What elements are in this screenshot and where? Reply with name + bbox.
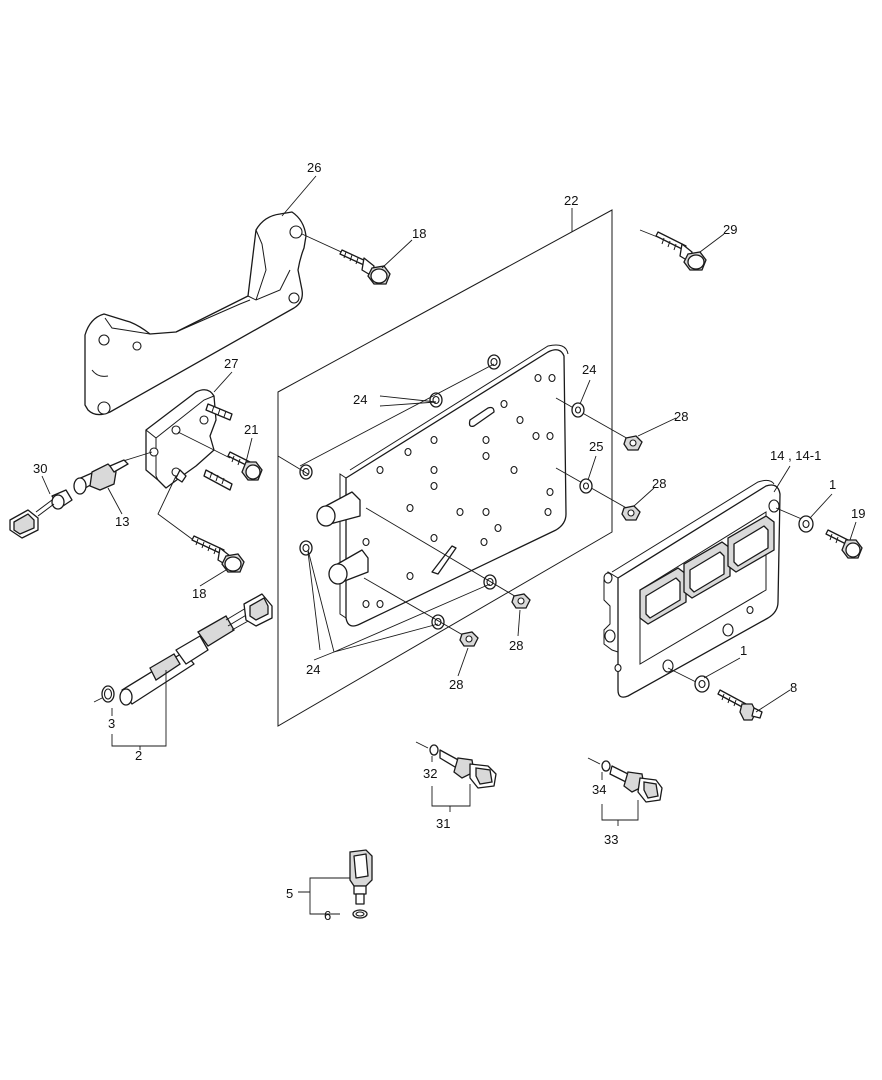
callout-34: 34 [592,782,606,797]
o-ring-3 [101,685,115,703]
callout-32: 32 [423,766,437,781]
bolt-19 [825,529,863,559]
bolt-18-lower [191,535,245,573]
bolt-8 [717,689,763,721]
ecu-module-14 [603,479,781,698]
bolt-18-top [339,249,391,285]
nut-28-d [459,631,479,647]
callout-28-a: 28 [674,409,688,424]
callout-3: 3 [108,716,115,731]
callout-8: 8 [790,680,797,695]
callout-1-lower: 1 [740,643,747,658]
callout-25: 25 [589,439,603,454]
temp-sensor-5 [349,849,373,905]
bolt-29 [639,229,707,271]
nut-28-b [621,505,641,521]
callout-22: 22 [564,193,578,208]
connector-30 [9,489,73,539]
callout-19: 19 [851,506,865,521]
callout-24-right: 24 [582,362,596,377]
sensor-31 [415,741,497,789]
callout-31: 31 [436,816,450,831]
washer-1-lower [694,675,710,693]
assembly-frame-22 [277,209,613,727]
callout-leaders [41,175,857,915]
callout-13: 13 [115,514,129,529]
sensor-33 [587,757,663,803]
callout-27: 27 [224,356,238,371]
callout-28-b: 28 [652,476,666,491]
callout-labels: 26 22 29 18 27 21 30 13 18 24 24 24 28 2… [33,160,865,923]
callout-6: 6 [324,908,331,923]
callout-18-top: 18 [412,226,426,241]
callout-1-upper: 1 [829,477,836,492]
pressure-sensor-13 [73,459,129,495]
sensor-harness-2 [119,593,273,706]
mounting-bracket-26 [84,211,307,416]
callout-30: 30 [33,461,47,476]
mounting-plate [299,344,569,630]
washer-25 [579,478,593,494]
callout-28-c: 28 [509,638,523,653]
washer-24-right [571,402,585,418]
sensor-bracket-27 [145,389,233,491]
nut-28-a [623,435,643,451]
nut-28-c [511,593,531,609]
callout-29: 29 [723,222,737,237]
callout-33: 33 [604,832,618,847]
callout-24-top: 24 [353,392,367,407]
callout-24-bottom: 24 [306,662,320,677]
callout-2: 2 [135,748,142,763]
plate-holes [362,373,556,609]
callout-21: 21 [244,422,258,437]
washer-1-upper [798,515,814,533]
callout-5: 5 [286,886,293,901]
callout-18-lower: 18 [192,586,206,601]
bolt-21 [177,431,263,481]
o-ring-6 [352,909,368,919]
callout-28-d: 28 [449,677,463,692]
callout-14: 14 , 14-1 [770,448,821,463]
callout-26: 26 [307,160,321,175]
ecu-connectors [639,515,775,625]
